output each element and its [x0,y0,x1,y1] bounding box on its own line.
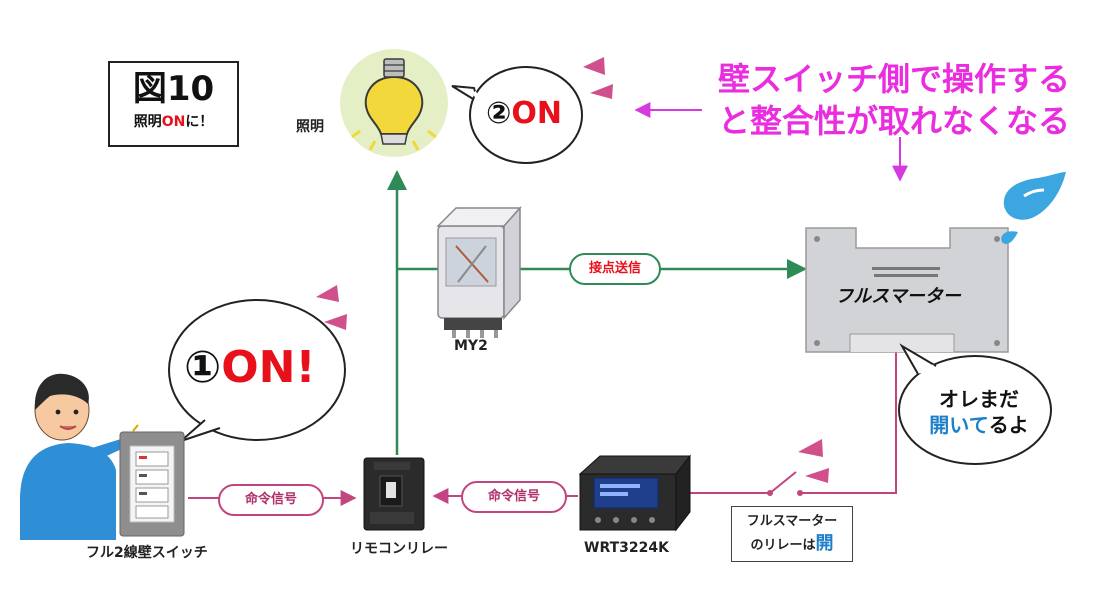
contact-send-label: 接点送信 [588,261,641,276]
step2-on-text: ②ON [486,96,563,131]
command-signal-label-1: 命令信号 [244,492,297,507]
emphasis-marks [316,57,829,483]
figure-label-box: 図10 照明ONに！ [108,61,239,147]
figure-title: 図10 [132,69,215,109]
wrt-label: WRT3224K [584,540,669,556]
relay-state-note: フルスマーター のリレーは開 [731,506,853,562]
warning-callout: 壁スイッチ側で操作する と整合性が取れなくなる [700,58,1070,142]
remote-relay-device [363,457,425,531]
my2-relay-device [436,206,522,338]
wall-switch-device [119,431,185,537]
person-illustration [20,373,145,540]
device-speech-text: オレまだ 開いてるよ [929,387,1029,437]
command-signal-label-2: 命令信号 [487,489,540,504]
full-smarter-device [805,227,1009,353]
wall-switch-label: フル2線壁スイッチ [86,545,208,561]
lighting-label: 照明 [296,119,324,135]
speech-bubble-step2 [451,66,583,164]
sweat-drop-icon [1001,172,1066,244]
speech-bubble-step1 [168,299,346,442]
step1-on-text: ①ON! [184,342,316,393]
device-logo: フルスマーター [835,286,961,307]
wrt-device [578,454,692,532]
warning-arrows [634,102,908,182]
warning-line-1: 壁スイッチ側で操作する [717,60,1070,98]
warning-line-2: と整合性が取れなくなる [717,102,1070,140]
remote-relay-label: リモコンリレー [350,541,448,557]
figure-subtitle: 照明ONに！ [133,114,214,130]
my2-label: MY2 [454,338,488,354]
speech-bubble-device [898,343,1052,465]
light-bulb-icon [340,49,448,157]
signal-pills [218,253,661,516]
